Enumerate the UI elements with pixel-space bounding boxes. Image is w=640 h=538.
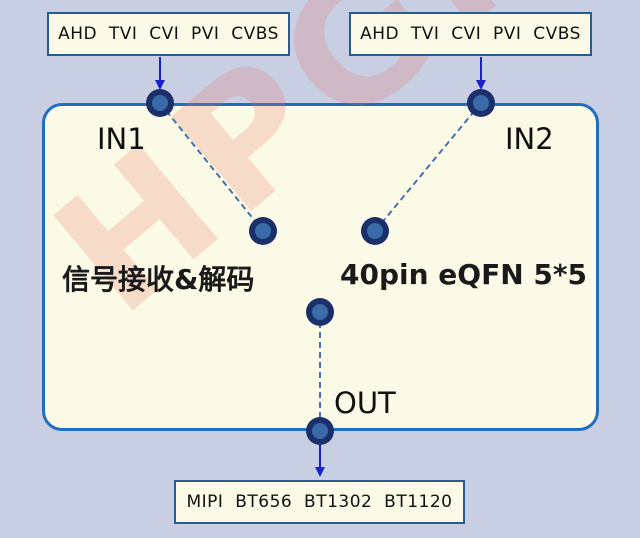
output-formats-text: MIPI BT656 BT1302 BT1120	[186, 492, 453, 512]
in1-dashed-link	[159, 102, 264, 232]
out-label: OUT	[334, 386, 396, 420]
pin-in1	[146, 89, 174, 117]
pin-out	[306, 417, 334, 445]
in1-formats-text: AHD TVI CVI PVI CVBS	[58, 24, 279, 44]
pin-decoder-right	[361, 217, 389, 245]
pin-decoder-out	[306, 298, 334, 326]
in2-dashed-link	[374, 102, 482, 232]
in1-label: IN1	[97, 122, 146, 156]
package-label: 40pin eQFN 5*5	[340, 258, 587, 291]
in2-formats-box: AHD TVI CVI PVI CVBS	[349, 12, 592, 56]
function-label: 信号接收&解码	[62, 263, 255, 296]
output-formats-box: MIPI BT656 BT1302 BT1120	[174, 480, 465, 524]
pin-in2	[467, 89, 495, 117]
in1-formats-box: AHD TVI CVI PVI CVBS	[47, 12, 290, 56]
in2-label: IN2	[505, 122, 554, 156]
in2-formats-text: AHD TVI CVI PVI CVBS	[360, 24, 581, 44]
pin-decoder-left	[249, 217, 277, 245]
